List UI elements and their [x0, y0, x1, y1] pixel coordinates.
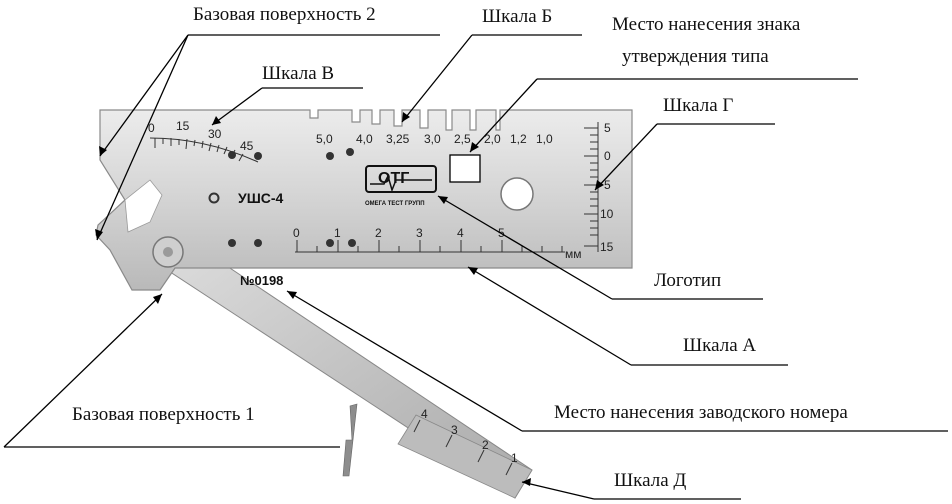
scale-b-tick-3: 3,25: [386, 132, 410, 146]
label-serial-place: Место нанесения заводского номера: [554, 402, 848, 423]
scale-b: 5,0 4,0 3,25 3,0 2,5 2,0 1,2 1,0: [316, 132, 553, 146]
label-scale-a: Шкала А: [683, 335, 756, 356]
scale-d-tick-3: 3: [451, 423, 458, 437]
scale-a-tick-4: 4: [457, 226, 464, 240]
measuring-arm: 4 3 2 1: [154, 235, 533, 499]
scale-g-tick-2: 0: [604, 149, 611, 163]
scale-a-tick-0: 0: [293, 226, 300, 240]
label-scale-b: Шкала Б: [482, 6, 552, 27]
scale-d-plate: [397, 414, 533, 499]
logo-text: ОТГ: [378, 170, 409, 187]
large-hole: [500, 177, 534, 211]
scale-d-tick-2: 2: [482, 438, 489, 452]
scale-b-tick-8: 1,0: [536, 132, 553, 146]
approval-mark-box: [449, 154, 481, 183]
scale-g-tick-5: 15: [600, 240, 614, 254]
scale-d-tick-1: 1: [511, 451, 518, 465]
scale-g: 5 0 5 10 15 мм: [565, 121, 614, 261]
scale-d-ticks: 4 3 2 1: [413, 407, 518, 476]
unit-mm: мм: [565, 247, 582, 261]
logo: ОТГ ОМЕГА ТЕСТ ГРУПП: [365, 165, 437, 207]
label-scale-d: Шкала Д: [614, 470, 686, 491]
scale-a-tick-1: 1: [334, 226, 341, 240]
scale-g-tick-1: 5: [604, 121, 611, 135]
gauge-body: [95, 109, 633, 291]
scale-v-tick-45: 45: [240, 139, 254, 153]
scale-b-tick-2: 4,0: [356, 132, 373, 146]
scale-a-tick-3: 3: [416, 226, 423, 240]
scale-b-tick-7: 1,2: [510, 132, 527, 146]
scale-b-tick-4: 3,0: [424, 132, 441, 146]
scale-b-tick-5: 2,5: [454, 132, 471, 146]
scale-v-tick-30: 30: [208, 127, 222, 141]
model-label: УШС-4: [238, 190, 284, 206]
logo-subtitle: ОМЕГА ТЕСТ ГРУПП: [365, 201, 425, 207]
scale-a-tick-2: 2: [375, 226, 382, 240]
scale-b-tick-6: 2,0: [484, 132, 501, 146]
scale-d-tick-4: 4: [421, 407, 428, 421]
scale-b-tick-1: 5,0: [316, 132, 333, 146]
label-scale-v: Шкала В: [262, 63, 334, 84]
needle: [342, 403, 358, 477]
label-base-surface-2: Базовая поверхность 2: [193, 4, 376, 25]
label-approval-mark-2: утверждения типа: [622, 46, 769, 67]
scale-v-tick-15: 15: [176, 119, 190, 133]
annotations: Базовая поверхность 2 Шкала Б Место нане…: [3, 4, 948, 500]
scale-g-tick-4: 10: [600, 207, 614, 221]
scale-v: 0 15 30 45: [148, 119, 259, 163]
scale-g-tick-3: 5: [604, 178, 611, 192]
label-base-surface-1: Базовая поверхность 1: [72, 404, 255, 425]
serial-number: №0198: [240, 273, 283, 288]
label-logo: Логотип: [654, 270, 721, 291]
label-scale-g: Шкала Г: [663, 95, 733, 116]
label-approval-mark-1: Место нанесения знака: [612, 14, 801, 35]
scale-v-tick-0: 0: [148, 121, 155, 135]
